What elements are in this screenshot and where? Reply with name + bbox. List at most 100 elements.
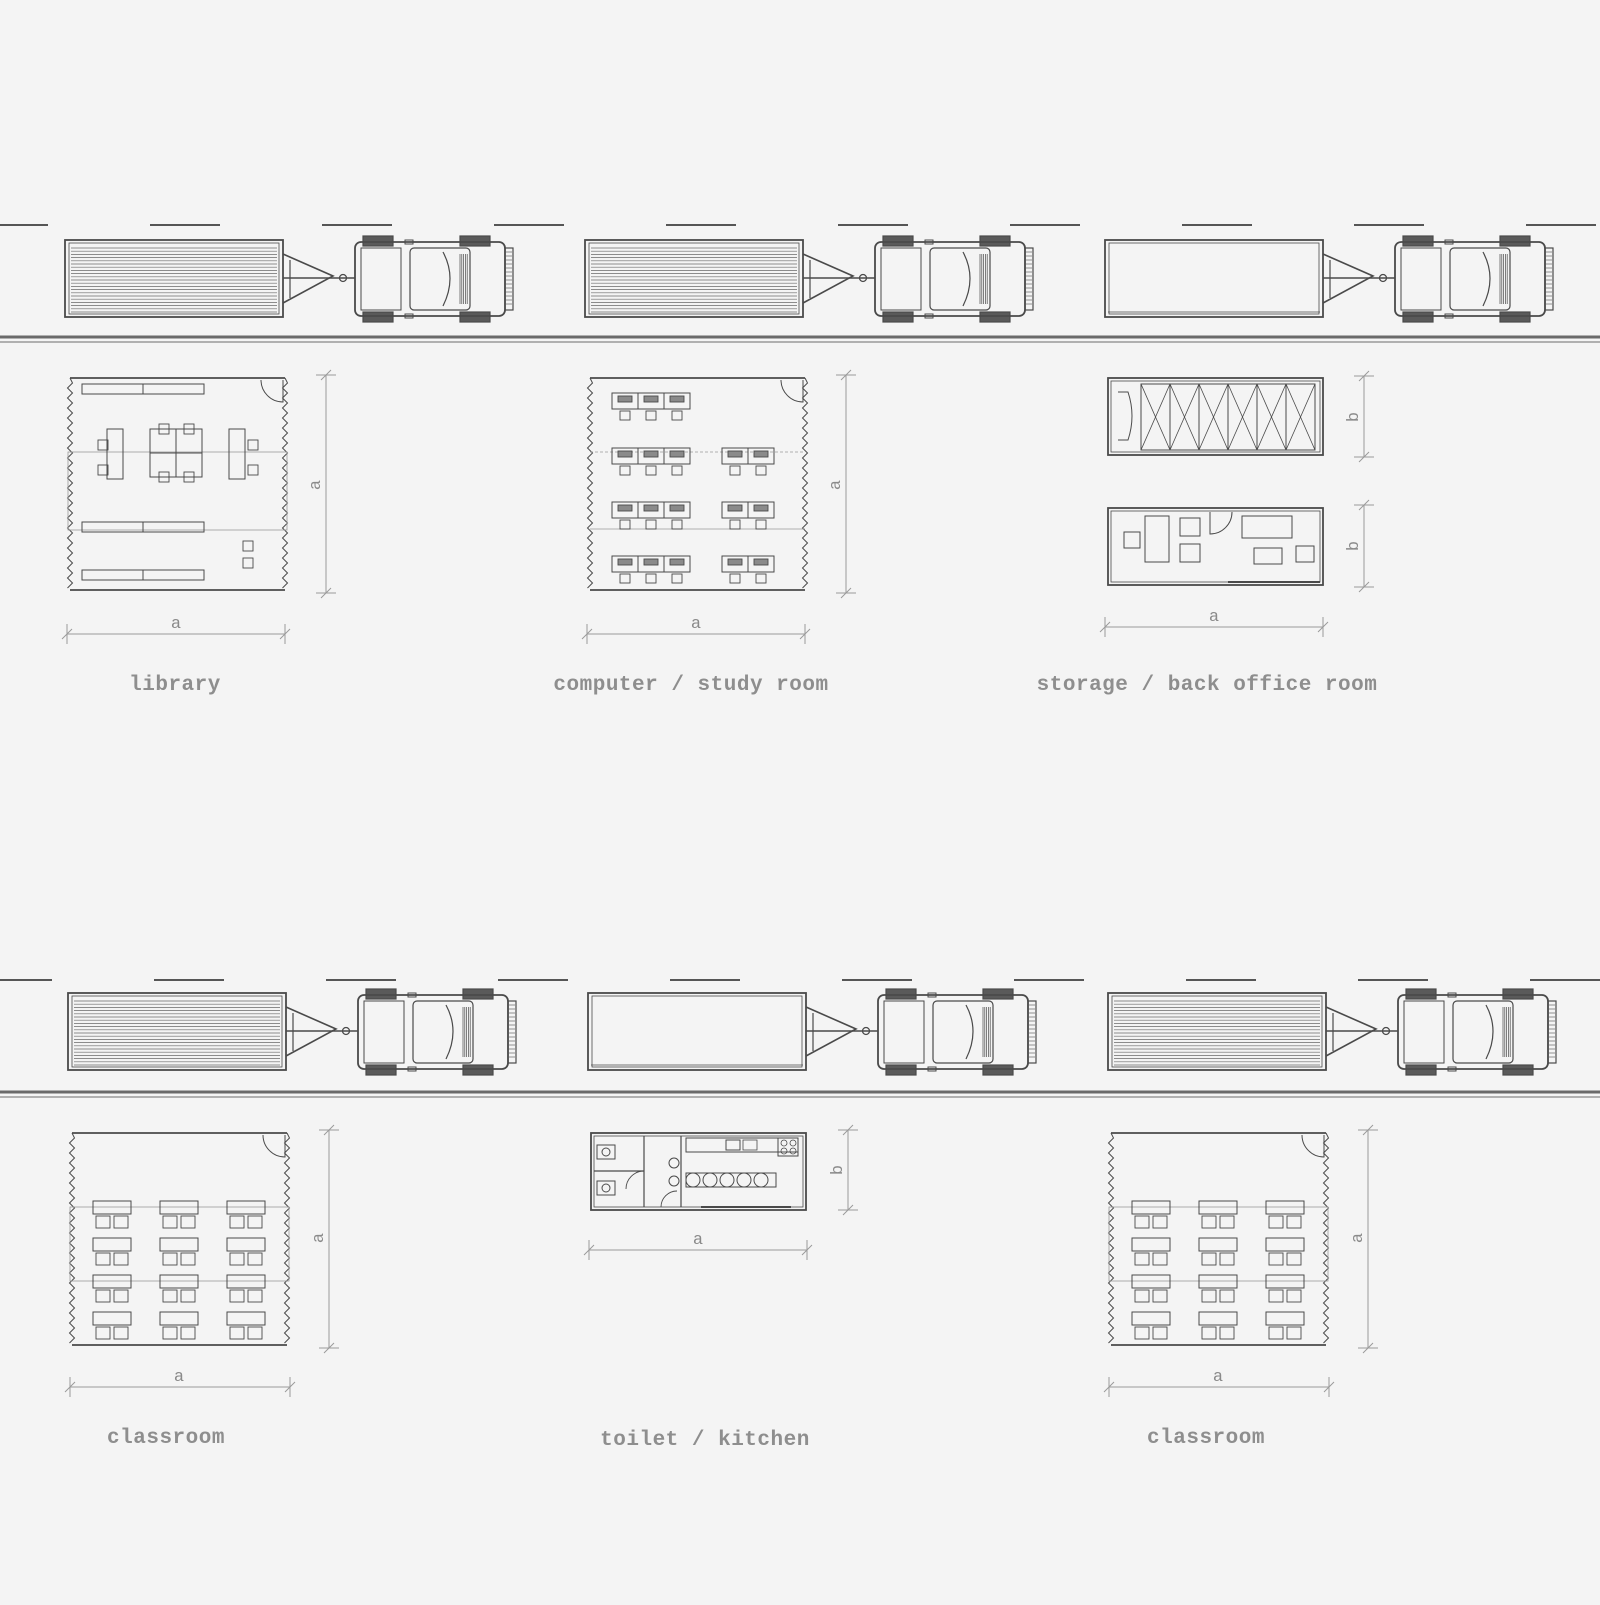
- reading-table: [149, 452, 177, 478]
- monitor: [617, 558, 633, 566]
- monitor: [727, 504, 743, 512]
- desk: [226, 1274, 266, 1289]
- trailer-inner: [68, 242, 280, 315]
- chair: [162, 1289, 178, 1303]
- front-grille: [1027, 1000, 1037, 1064]
- trailer-body: [587, 992, 807, 1071]
- truck-cab: [932, 1000, 994, 1064]
- door: [780, 379, 804, 403]
- chair: [95, 1215, 111, 1229]
- reading-table: [175, 452, 203, 478]
- chair: [158, 471, 170, 483]
- side-mirror: [924, 313, 934, 319]
- truck-tire: [462, 988, 494, 1000]
- drainboard: [742, 1139, 758, 1151]
- rack-cross: [1169, 383, 1200, 451]
- caption-computer-study-room: computer / study room: [553, 674, 828, 697]
- office-desk: [1144, 515, 1170, 563]
- caption-classroom-left: classroom: [107, 1427, 225, 1450]
- hitch: [282, 253, 335, 304]
- chair: [645, 410, 657, 421]
- truck-with-trailer: [1104, 235, 1554, 323]
- windshield: [445, 1004, 454, 1060]
- bookshelf: [142, 569, 205, 581]
- chair: [671, 573, 683, 584]
- truck-tire: [362, 311, 394, 323]
- front-grille: [507, 1000, 517, 1064]
- plan-classroom-left: [68, 1132, 291, 1346]
- chair: [1219, 1252, 1235, 1266]
- cooktop: [777, 1137, 799, 1157]
- dimension-slash: [279, 628, 291, 640]
- chair: [619, 519, 631, 530]
- door: [260, 379, 284, 403]
- vehicles: [64, 235, 1557, 1076]
- truck-cab: [412, 1000, 474, 1064]
- dimension-slash: [64, 1381, 76, 1393]
- burner: [780, 1139, 788, 1147]
- road: [0, 224, 1600, 343]
- hitch: [1322, 253, 1375, 304]
- dim-label-a: a: [1213, 1368, 1223, 1387]
- monitor: [643, 395, 659, 403]
- chair: [1201, 1252, 1217, 1266]
- armchair: [1179, 543, 1201, 563]
- storage-outline: [1107, 377, 1324, 456]
- door: [1209, 511, 1233, 535]
- truck-body: [1394, 241, 1546, 317]
- coffee-table: [1253, 547, 1283, 565]
- toilet: [596, 1144, 616, 1160]
- chair: [1134, 1252, 1150, 1266]
- hitch-ball: [338, 273, 348, 283]
- dimension-slash: [1358, 370, 1370, 382]
- bookshelf: [142, 383, 205, 395]
- desk: [92, 1274, 132, 1289]
- desk: [159, 1200, 199, 1215]
- reading-table: [149, 428, 177, 454]
- chair: [247, 439, 259, 451]
- truck-with-trailer: [587, 988, 1037, 1076]
- door: [660, 1190, 678, 1208]
- chair: [1152, 1326, 1168, 1340]
- burner: [789, 1147, 797, 1155]
- dimension-slash: [1099, 621, 1111, 633]
- desk: [1131, 1274, 1171, 1289]
- truck-tire: [459, 311, 491, 323]
- stool: [685, 1172, 701, 1188]
- plan-left-wall: [68, 1132, 76, 1344]
- stool: [736, 1172, 752, 1188]
- chair: [113, 1326, 129, 1340]
- chair: [95, 1326, 111, 1340]
- trailer-overlap: [69, 1206, 290, 1282]
- truck-tire: [982, 1064, 1014, 1076]
- dimension-line-horizontal: [61, 624, 291, 644]
- side-mirror: [1447, 1066, 1457, 1072]
- chair: [1286, 1326, 1302, 1340]
- trailer-inner: [1111, 995, 1323, 1068]
- chair: [95, 1289, 111, 1303]
- chair: [180, 1326, 196, 1340]
- chair: [229, 1252, 245, 1266]
- dim-label-a: a: [691, 615, 701, 634]
- trailer-inner: [591, 995, 803, 1068]
- road: [0, 979, 1600, 1098]
- bookshelf: [81, 383, 144, 395]
- dim-label-b: b: [829, 1165, 848, 1175]
- chair: [1134, 1289, 1150, 1303]
- dimension-slash: [1362, 1124, 1374, 1136]
- truck-body: [354, 241, 506, 317]
- truck-bed: [1400, 247, 1442, 311]
- chair: [1268, 1326, 1284, 1340]
- chair: [671, 519, 683, 530]
- door: [625, 1170, 645, 1190]
- chair: [158, 423, 170, 435]
- front-grille: [1547, 1000, 1557, 1064]
- dimension-slash: [799, 628, 811, 640]
- dimension-slash: [842, 1124, 854, 1136]
- front-grille: [1544, 247, 1554, 311]
- stool: [753, 1172, 769, 1188]
- trailer-overlap: [67, 451, 288, 531]
- chair: [162, 1252, 178, 1266]
- caption-toilet-kitchen: toilet / kitchen: [600, 1429, 810, 1452]
- chair: [1201, 1289, 1217, 1303]
